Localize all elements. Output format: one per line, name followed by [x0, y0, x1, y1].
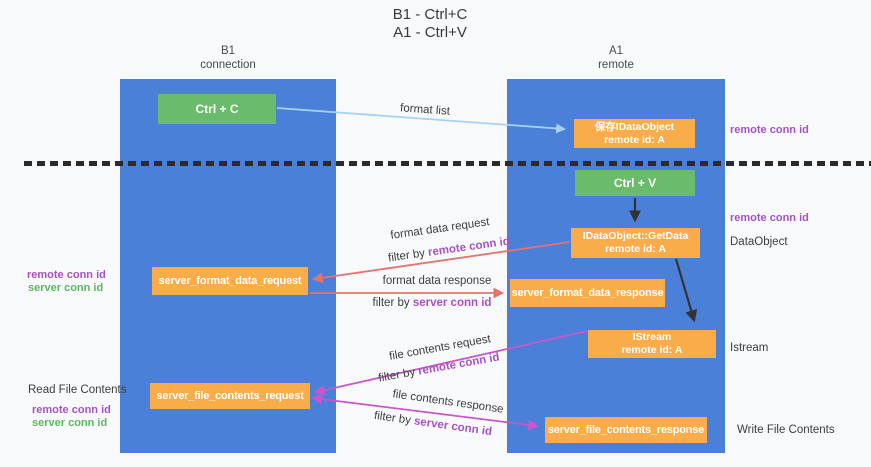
server-file-contents-response-label: server_file_contents_response	[547, 424, 705, 436]
istream-line2: remote id: A	[621, 344, 683, 356]
save-idataobject-line2: remote id: A	[604, 133, 665, 146]
remote-conn-id-annotation-top: remote conn id	[730, 124, 809, 136]
filter-by-prefix: filter by	[377, 365, 420, 385]
server-conn-id-key: server conn id	[412, 297, 492, 309]
lifeline-header-a1: A1 remote	[598, 44, 634, 72]
server-file-contents-response-node: server_file_contents_response	[545, 417, 707, 443]
file-contents-response-filter-label: filter by server conn id	[373, 410, 492, 438]
save-idataobject-line1: 保存IDataObject	[594, 120, 675, 133]
server-format-data-response-label: server_format_data_response	[511, 287, 664, 299]
format-data-response-label: format data response	[382, 275, 492, 287]
server-conn-id-annotation-left-file: server conn id	[32, 417, 108, 429]
remote-conn-id-annotation-mid: remote conn id	[730, 212, 809, 224]
server-file-contents-request-node: server_file_contents_request	[150, 383, 310, 409]
format-list-label: format list	[399, 102, 451, 118]
getdata-line2: remote id: A	[605, 243, 666, 255]
save-idataobject-node: 保存IDataObject remote id: A	[574, 119, 695, 148]
filter-by-prefix: filter by	[387, 246, 429, 265]
server-format-data-request-label: server_format_data_request	[158, 275, 302, 287]
remote-conn-id-annotation-left-file: remote conn id	[32, 404, 111, 416]
format-data-request-label: format data request	[389, 216, 491, 242]
server-format-data-response-node: server_format_data_response	[510, 279, 665, 307]
istream-node: IStream remote id: A	[588, 330, 716, 358]
ctrl-c-node: Ctrl + C	[158, 94, 276, 124]
idataobject-getdata-node: IDataObject::GetData remote id: A	[571, 228, 700, 258]
ctrl-v-label: Ctrl + V	[613, 176, 657, 190]
filter-by-prefix: filter by	[373, 409, 415, 428]
read-file-contents-annotation: Read File Contents	[28, 384, 127, 396]
istream-line1: IStream	[632, 331, 672, 343]
server-conn-id-annotation-left-format: server conn id	[28, 282, 104, 294]
title-line-2: A1 - Ctrl+V	[393, 24, 467, 41]
ctrl-v-node: Ctrl + V	[575, 170, 695, 196]
getdata-line1: IDataObject::GetData	[582, 230, 689, 242]
title-line-1: B1 - Ctrl+C	[392, 6, 468, 23]
remote-conn-id-annotation-left-format: remote conn id	[27, 269, 106, 281]
diagram-title: B1 - Ctrl+C A1 - Ctrl+V	[393, 6, 468, 42]
format-data-request-filter-label: filter by remote conn id	[387, 236, 510, 265]
format-data-response-filter-label: filter by server conn id	[373, 297, 492, 309]
lifeline-b1-role: connection	[200, 59, 256, 71]
remote-conn-id-key: remote conn id	[427, 235, 511, 259]
server-format-data-request-node: server_format_data_request	[152, 267, 308, 295]
filter-by-prefix: filter by	[372, 297, 413, 309]
lifeline-b1-name: B1	[220, 45, 236, 57]
lifeline-header-b1: B1 connection	[200, 44, 256, 72]
server-conn-id-key: server conn id	[413, 415, 493, 439]
separator-dashed-line	[24, 161, 871, 166]
lifeline-a1-role: remote	[598, 59, 634, 71]
file-contents-response-label: file contents response	[391, 388, 505, 416]
server-file-contents-request-label: server_file_contents_request	[156, 390, 304, 402]
dataobject-annotation: DataObject	[730, 236, 788, 248]
write-file-contents-annotation: Write File Contents	[737, 424, 835, 436]
lifeline-a1-name: A1	[608, 45, 624, 57]
ctrl-c-label: Ctrl + C	[195, 102, 239, 116]
istream-annotation: Istream	[730, 342, 769, 354]
